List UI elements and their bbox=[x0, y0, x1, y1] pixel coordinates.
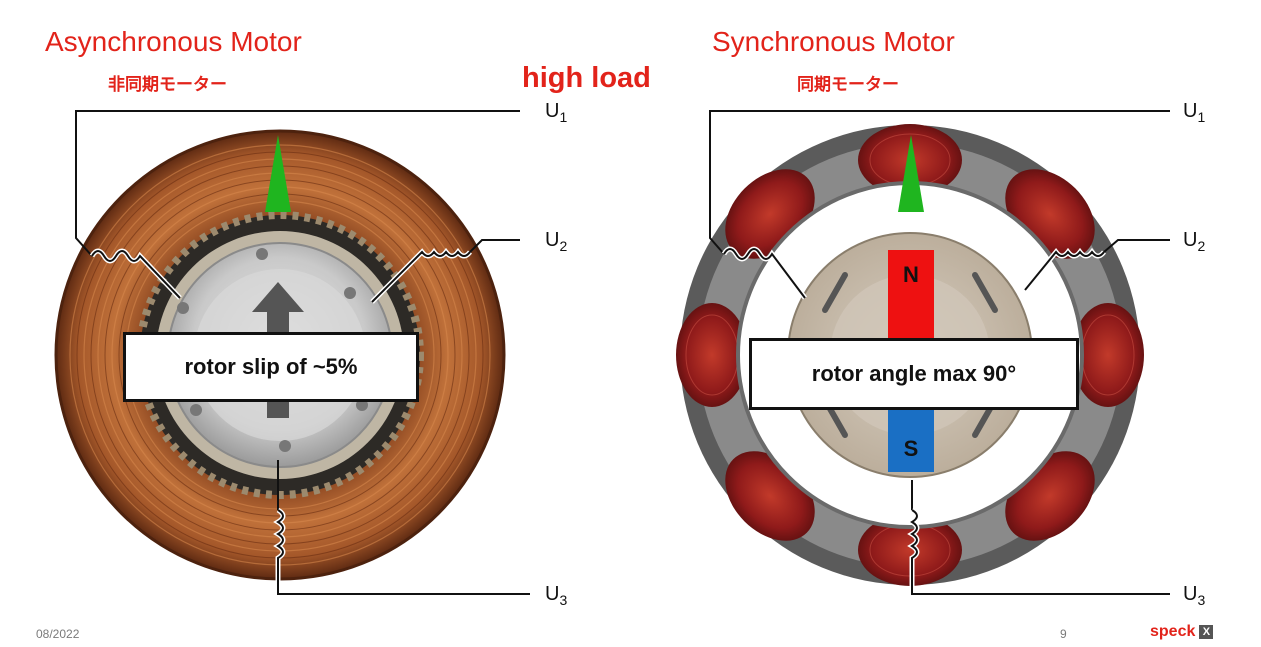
high-load-label: high load bbox=[522, 62, 651, 94]
pole-n-label: N bbox=[903, 262, 919, 287]
async-motor-subtitle: 非同期モーター bbox=[108, 75, 227, 95]
sync-wiring bbox=[709, 110, 1170, 597]
terminal-u2-right: U2 bbox=[1183, 229, 1206, 254]
pole-s-block bbox=[888, 410, 934, 472]
terminal-u1-left: U1 bbox=[545, 100, 568, 125]
rotor-slip-box: rotor slip of ~5% bbox=[123, 332, 419, 402]
brand-name: speck bbox=[1150, 623, 1196, 640]
brand-logo: speck X bbox=[1150, 623, 1214, 641]
brand-x-icon: X bbox=[1199, 625, 1214, 639]
terminal-u2-left: U2 bbox=[545, 229, 568, 254]
pole-s-label: S bbox=[903, 436, 919, 461]
sync-motor-subtitle: 同期モーター bbox=[797, 75, 899, 95]
terminal-u3-left: U3 bbox=[545, 583, 568, 608]
pole-n-block bbox=[888, 250, 934, 340]
terminal-u3-right: U3 bbox=[1183, 583, 1206, 608]
terminal-u1-right: U1 bbox=[1183, 100, 1206, 125]
footer-date: 08/2022 bbox=[36, 627, 80, 641]
sync-motor-title: Synchronous Motor bbox=[712, 26, 955, 57]
field-arrow-right bbox=[898, 135, 924, 212]
async-wiring bbox=[75, 110, 530, 597]
field-arrow-left bbox=[265, 135, 291, 212]
async-motor-title: Asynchronous Motor bbox=[45, 26, 302, 57]
rotor-angle-box: rotor angle max 90° bbox=[749, 338, 1079, 410]
footer-page-number: 9 bbox=[1060, 627, 1067, 641]
